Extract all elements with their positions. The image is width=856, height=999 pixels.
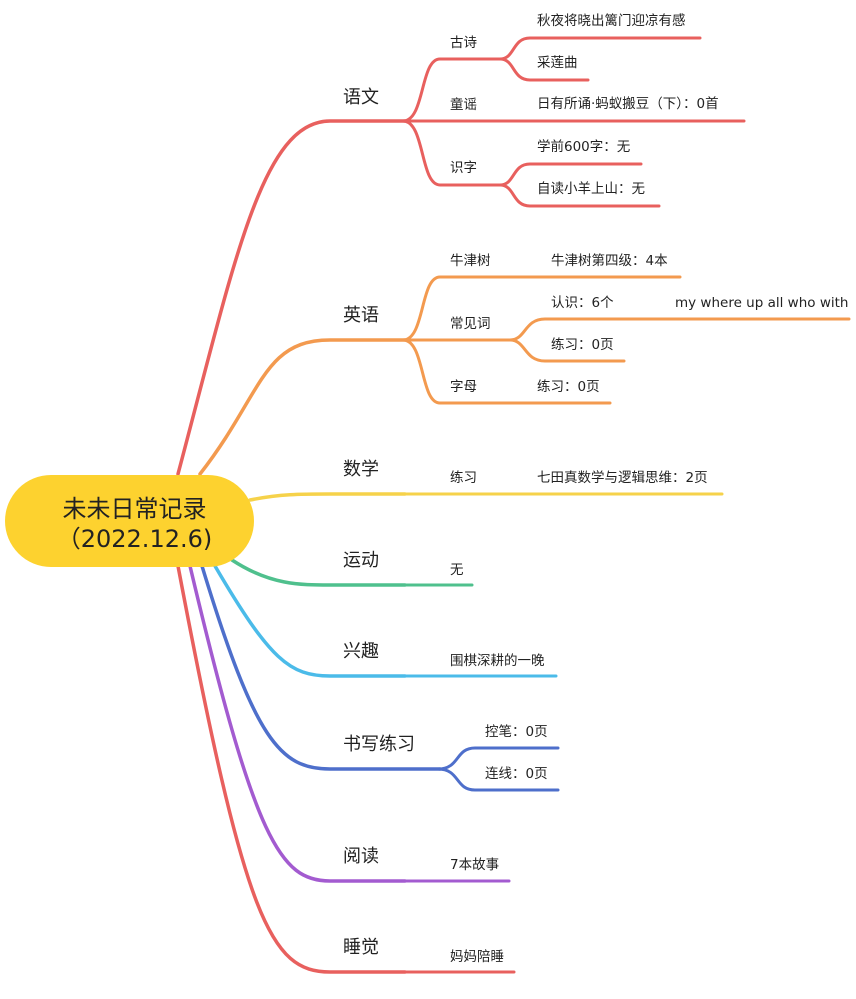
node-literacy: 识字 xyxy=(450,160,477,176)
leaf-poem-1: 秋夜将晓出篱门迎凉有感 xyxy=(537,13,686,29)
branch-interest: 兴趣 xyxy=(343,641,379,662)
branch-english: 英语 xyxy=(343,305,379,326)
branch-sleep: 睡觉 xyxy=(343,937,379,958)
branch-reading: 阅读 xyxy=(343,846,379,867)
branch-chinese: 语文 xyxy=(343,87,379,108)
leaf-sight-known: 认识：6个 xyxy=(551,295,614,311)
leaf-literacy-2: 自读小羊上山：无 xyxy=(537,181,645,197)
connector-sports xyxy=(230,558,407,587)
leaf-math-book: 七田真数学与逻辑思维：2页 xyxy=(537,470,708,486)
connector-math xyxy=(248,492,407,502)
root-date: （2022.12.6) xyxy=(56,525,213,553)
connector-reading xyxy=(188,564,407,883)
connector-sight-practice xyxy=(508,338,626,363)
leaf-rhyme: 日有所诵·蚂蚁搬豆（下）：0首 xyxy=(537,96,719,112)
connector-ancient-poems xyxy=(401,57,502,123)
node-oxford-tree: 牛津树 xyxy=(450,253,491,269)
leaf-line-connect: 连线：0页 xyxy=(485,766,548,782)
node-letters: 字母 xyxy=(450,379,477,395)
connector-poem-2 xyxy=(498,57,590,82)
root-node: 未未日常记录 （2022.12.6) xyxy=(5,475,254,567)
branch-math: 数学 xyxy=(343,459,379,480)
connector-poem-1 xyxy=(498,36,702,61)
branch-writing: 书写练习 xyxy=(343,734,415,755)
leaf-poem-2: 采莲曲 xyxy=(537,55,578,71)
leaf-sports: 无 xyxy=(450,562,464,578)
connector-english xyxy=(198,338,407,476)
node-sight-words: 常见词 xyxy=(450,316,491,332)
root-title: 未未日常记录 xyxy=(62,495,207,523)
branch-sports: 运动 xyxy=(343,550,379,571)
connector-interest xyxy=(213,564,407,678)
node-math-practice: 练习 xyxy=(450,470,477,486)
connector-sleep xyxy=(176,564,407,974)
node-ancient-poems: 古诗 xyxy=(450,35,477,51)
connector-literacy xyxy=(401,119,502,187)
leaf-reading: 7本故事 xyxy=(450,857,500,873)
leaf-sleep: 妈妈陪睡 xyxy=(450,949,504,965)
connector-letters xyxy=(401,338,612,405)
leaf-oxford: 牛津树第四级：4本 xyxy=(551,253,668,269)
connector-oxford xyxy=(401,275,682,342)
connector-writing xyxy=(200,564,442,771)
connector-literacy-2 xyxy=(498,183,661,208)
connector-line-connect xyxy=(436,767,560,792)
leaf-sight-words-list: my where up all who with xyxy=(675,295,849,311)
leaf-pen-control: 控笔：0页 xyxy=(485,724,548,740)
leaf-sight-practice: 练习：0页 xyxy=(551,337,614,353)
connector-chinese xyxy=(176,119,407,476)
leaf-interest: 围棋深耕的一晚 xyxy=(450,653,545,669)
node-nursery-rhymes: 童谣 xyxy=(450,97,477,113)
leaf-letters-practice: 练习：0页 xyxy=(537,379,600,395)
leaf-literacy-1: 学前600字：无 xyxy=(537,139,631,155)
